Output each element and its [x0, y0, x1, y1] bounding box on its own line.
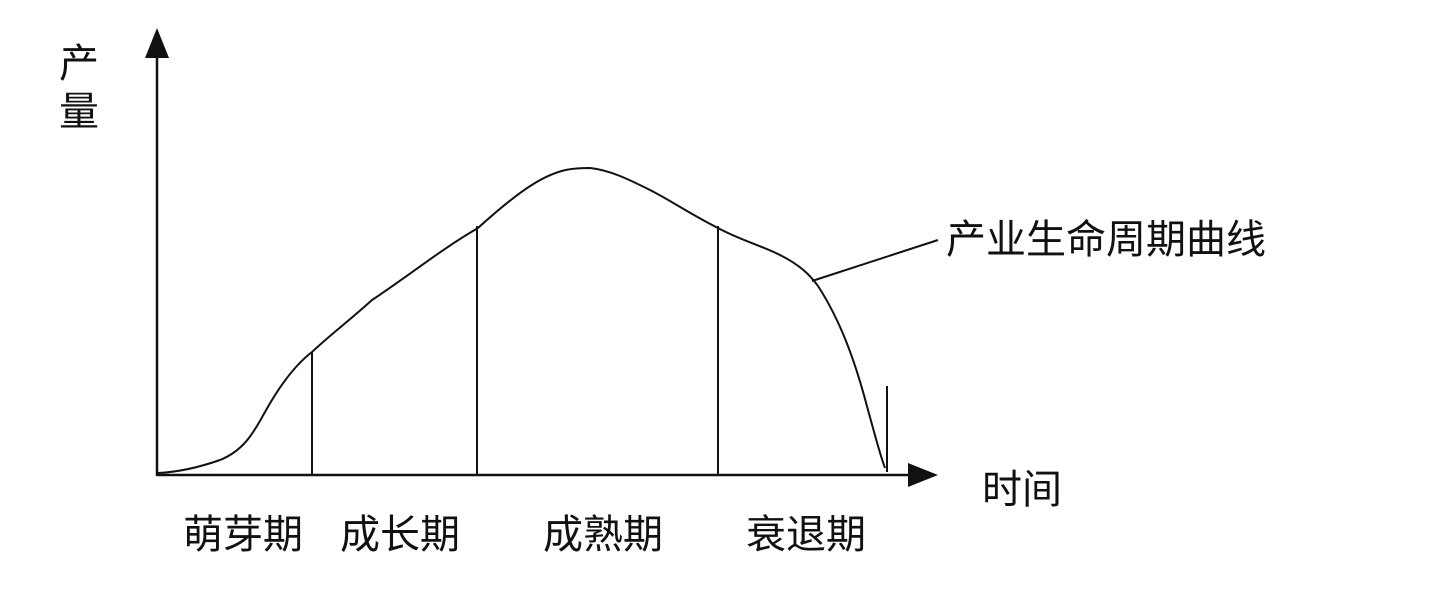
stage-label-embryonic: 萌芽期 — [183, 512, 303, 558]
stage-label-growth: 成长期 — [340, 512, 460, 558]
life-cycle-curve — [157, 166, 886, 474]
y-axis-arrow-icon — [145, 28, 169, 58]
x-axis-arrow-icon — [908, 463, 938, 487]
y-axis-label: 产量 — [52, 42, 98, 138]
curve-label-leader-line — [811, 239, 939, 282]
stage-label-maturity: 成熟期 — [543, 512, 663, 558]
curve-label: 产业生命周期曲线 — [946, 217, 1266, 263]
x-axis-label: 时间 — [982, 467, 1062, 513]
stage-label-decline: 衰退期 — [746, 512, 866, 558]
